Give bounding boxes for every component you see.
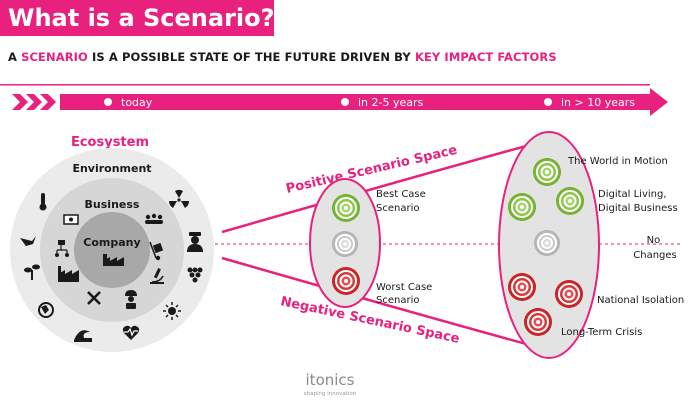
subtitle-highlight-factors: KEY IMPACT FACTORS — [414, 50, 557, 64]
network-icon — [55, 240, 69, 257]
mid-neutral-target — [331, 230, 359, 258]
timeline: today in 2-5 years in > 10 years — [0, 84, 668, 116]
timeline-chevron-2 — [26, 94, 42, 110]
national-isolation-label: National Isolation — [597, 295, 684, 306]
timeline-dot-today — [104, 98, 112, 106]
digital-living-target-2 — [555, 186, 585, 216]
business-label: Business — [85, 198, 140, 211]
best-case-label: Best Case Scenario — [376, 189, 429, 214]
timeline-chevron-3 — [40, 94, 56, 110]
subtitle-part-1: A — [8, 50, 22, 64]
mid-term-scenarios — [309, 178, 381, 308]
logo-tagline: shaping innovation — [304, 391, 357, 397]
funnel-upper-line — [221, 138, 549, 234]
grapes-icon — [187, 267, 203, 283]
best-case-label-line-2: Scenario — [376, 203, 419, 214]
wave-icon — [74, 330, 92, 342]
money-icon — [63, 214, 79, 225]
digital-living-label: Digital Living, Digital Business — [598, 189, 678, 214]
scenario-funnel — [215, 138, 680, 352]
timeline-dot-far — [544, 98, 552, 106]
long-term-crisis-label: Long-Term Crisis — [561, 327, 642, 338]
environment-label: Environment — [72, 162, 151, 175]
no-changes-label: No Changes — [633, 235, 677, 261]
best-case-label-line-1: Best Case — [376, 189, 426, 200]
handcart-icon — [149, 241, 164, 261]
no-changes-label-line-2: Changes — [633, 250, 677, 261]
no-changes-label-line-1: No — [647, 235, 661, 246]
funnel-lower-line — [221, 256, 549, 352]
timeline-label-today: today — [121, 96, 153, 109]
plant-icon — [24, 264, 40, 280]
bird-icon — [20, 236, 36, 246]
people-icon — [145, 213, 163, 224]
worst-case-label: Worst Case Scenario — [376, 282, 436, 306]
tools-icon — [87, 291, 101, 305]
world-in-motion-target — [532, 157, 562, 187]
worst-case-label-line-1: Worst Case — [376, 282, 432, 293]
ecosystem-title: Ecosystem — [71, 135, 149, 150]
company-circle — [74, 212, 150, 288]
timeline-label-mid: in 2-5 years — [358, 96, 424, 109]
radiation-icon — [168, 189, 190, 208]
timeline-arrow — [60, 88, 668, 116]
digital-living-label-line-1: Digital Living, — [598, 189, 667, 200]
page-title: What is a Scenario? — [8, 4, 275, 32]
company-factory-icon — [103, 254, 124, 266]
worker-icon — [125, 290, 137, 309]
factory-icon — [58, 266, 79, 282]
best-case-target — [331, 193, 361, 223]
sun-icon — [163, 302, 181, 320]
world-in-motion-label: The World in Motion — [567, 156, 668, 167]
subtitle-highlight-scenario: SCENARIO — [21, 50, 88, 64]
microscope-icon — [150, 268, 164, 284]
timeline-top-line — [0, 84, 650, 86]
long-term-crisis-target — [523, 307, 553, 337]
timeline-label-far: in > 10 years — [561, 96, 635, 109]
digital-living-label-line-2: Digital Business — [598, 203, 678, 214]
national-isolation-target-1 — [507, 272, 537, 302]
timeline-chevron-1 — [12, 94, 28, 110]
logo-name: itonics — [306, 371, 355, 389]
company-label: Company — [83, 236, 140, 249]
national-isolation-target-2 — [554, 279, 584, 309]
page-subtitle: A SCENARIO IS A POSSIBLE STATE OF THE FU… — [8, 50, 557, 64]
no-changes-target — [533, 229, 561, 257]
title-banner: What is a Scenario? — [0, 0, 275, 36]
digital-living-target-1 — [507, 192, 537, 222]
ecosystem: Ecosystem Environment Business Company — [10, 135, 214, 352]
heart-rate-icon — [122, 325, 140, 340]
police-officer-icon — [187, 232, 203, 252]
timeline-dot-mid — [341, 98, 349, 106]
long-term-scenarios — [498, 131, 600, 359]
negative-scenario-space-label: Negative Scenario Space — [279, 294, 461, 347]
thermometer-icon — [39, 193, 47, 211]
worst-case-target — [331, 266, 361, 296]
worst-case-label-line-2: Scenario — [376, 295, 419, 306]
globe-icon — [38, 302, 54, 318]
itonics-logo: itonics shaping innovation — [304, 371, 357, 397]
subtitle-part-2: IS A POSSIBLE STATE OF THE FUTURE DRIVEN… — [87, 50, 415, 64]
